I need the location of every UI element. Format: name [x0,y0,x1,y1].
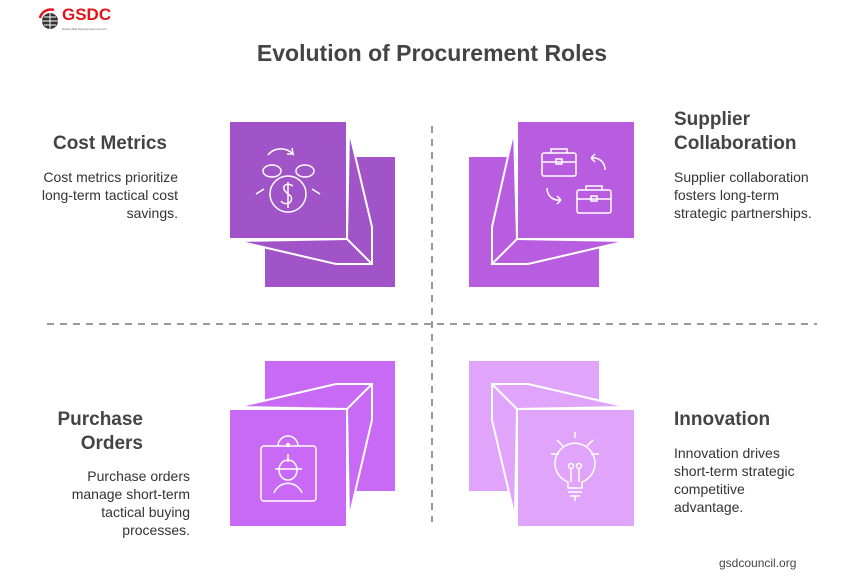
page-title: Evolution of Procurement Roles [256,40,608,66]
quadrant-cost-metrics: Cost Metrics [30,132,167,156]
quadrant-body: Supplier collaboration fosters long-term… [674,169,812,221]
quadrant-heading: Innovation [674,409,771,430]
briefcase-exchange-icon [541,148,612,214]
cost-metrics-block [228,120,395,287]
quadrant-body: Innovation drives short-term strategic c… [674,445,795,515]
purchase-orders-block [228,361,395,528]
quadrant-body: Purchase orders manage short-term tactic… [71,468,190,538]
lightbulb-icon [551,432,599,501]
quadrant-heading: Purchase Orders [57,409,143,454]
id-badge-icon [260,435,317,502]
logo-subtitle: Global Skill Development Council [62,27,107,31]
logo-text: GSDC [62,5,112,24]
quadrant-heading: Supplier Collaboration [674,109,797,154]
innovation-block [469,361,636,528]
quadrant-heading: Cost Metrics [52,133,167,154]
logo [38,8,62,36]
quadrant-body: Cost metrics prioritize long-term tactic… [41,169,178,221]
money-cycle-icon [255,147,321,213]
footer-website: gsdcouncil.org [719,556,797,570]
supplier-collaboration-block [469,120,636,287]
globe-icon [38,8,58,29]
